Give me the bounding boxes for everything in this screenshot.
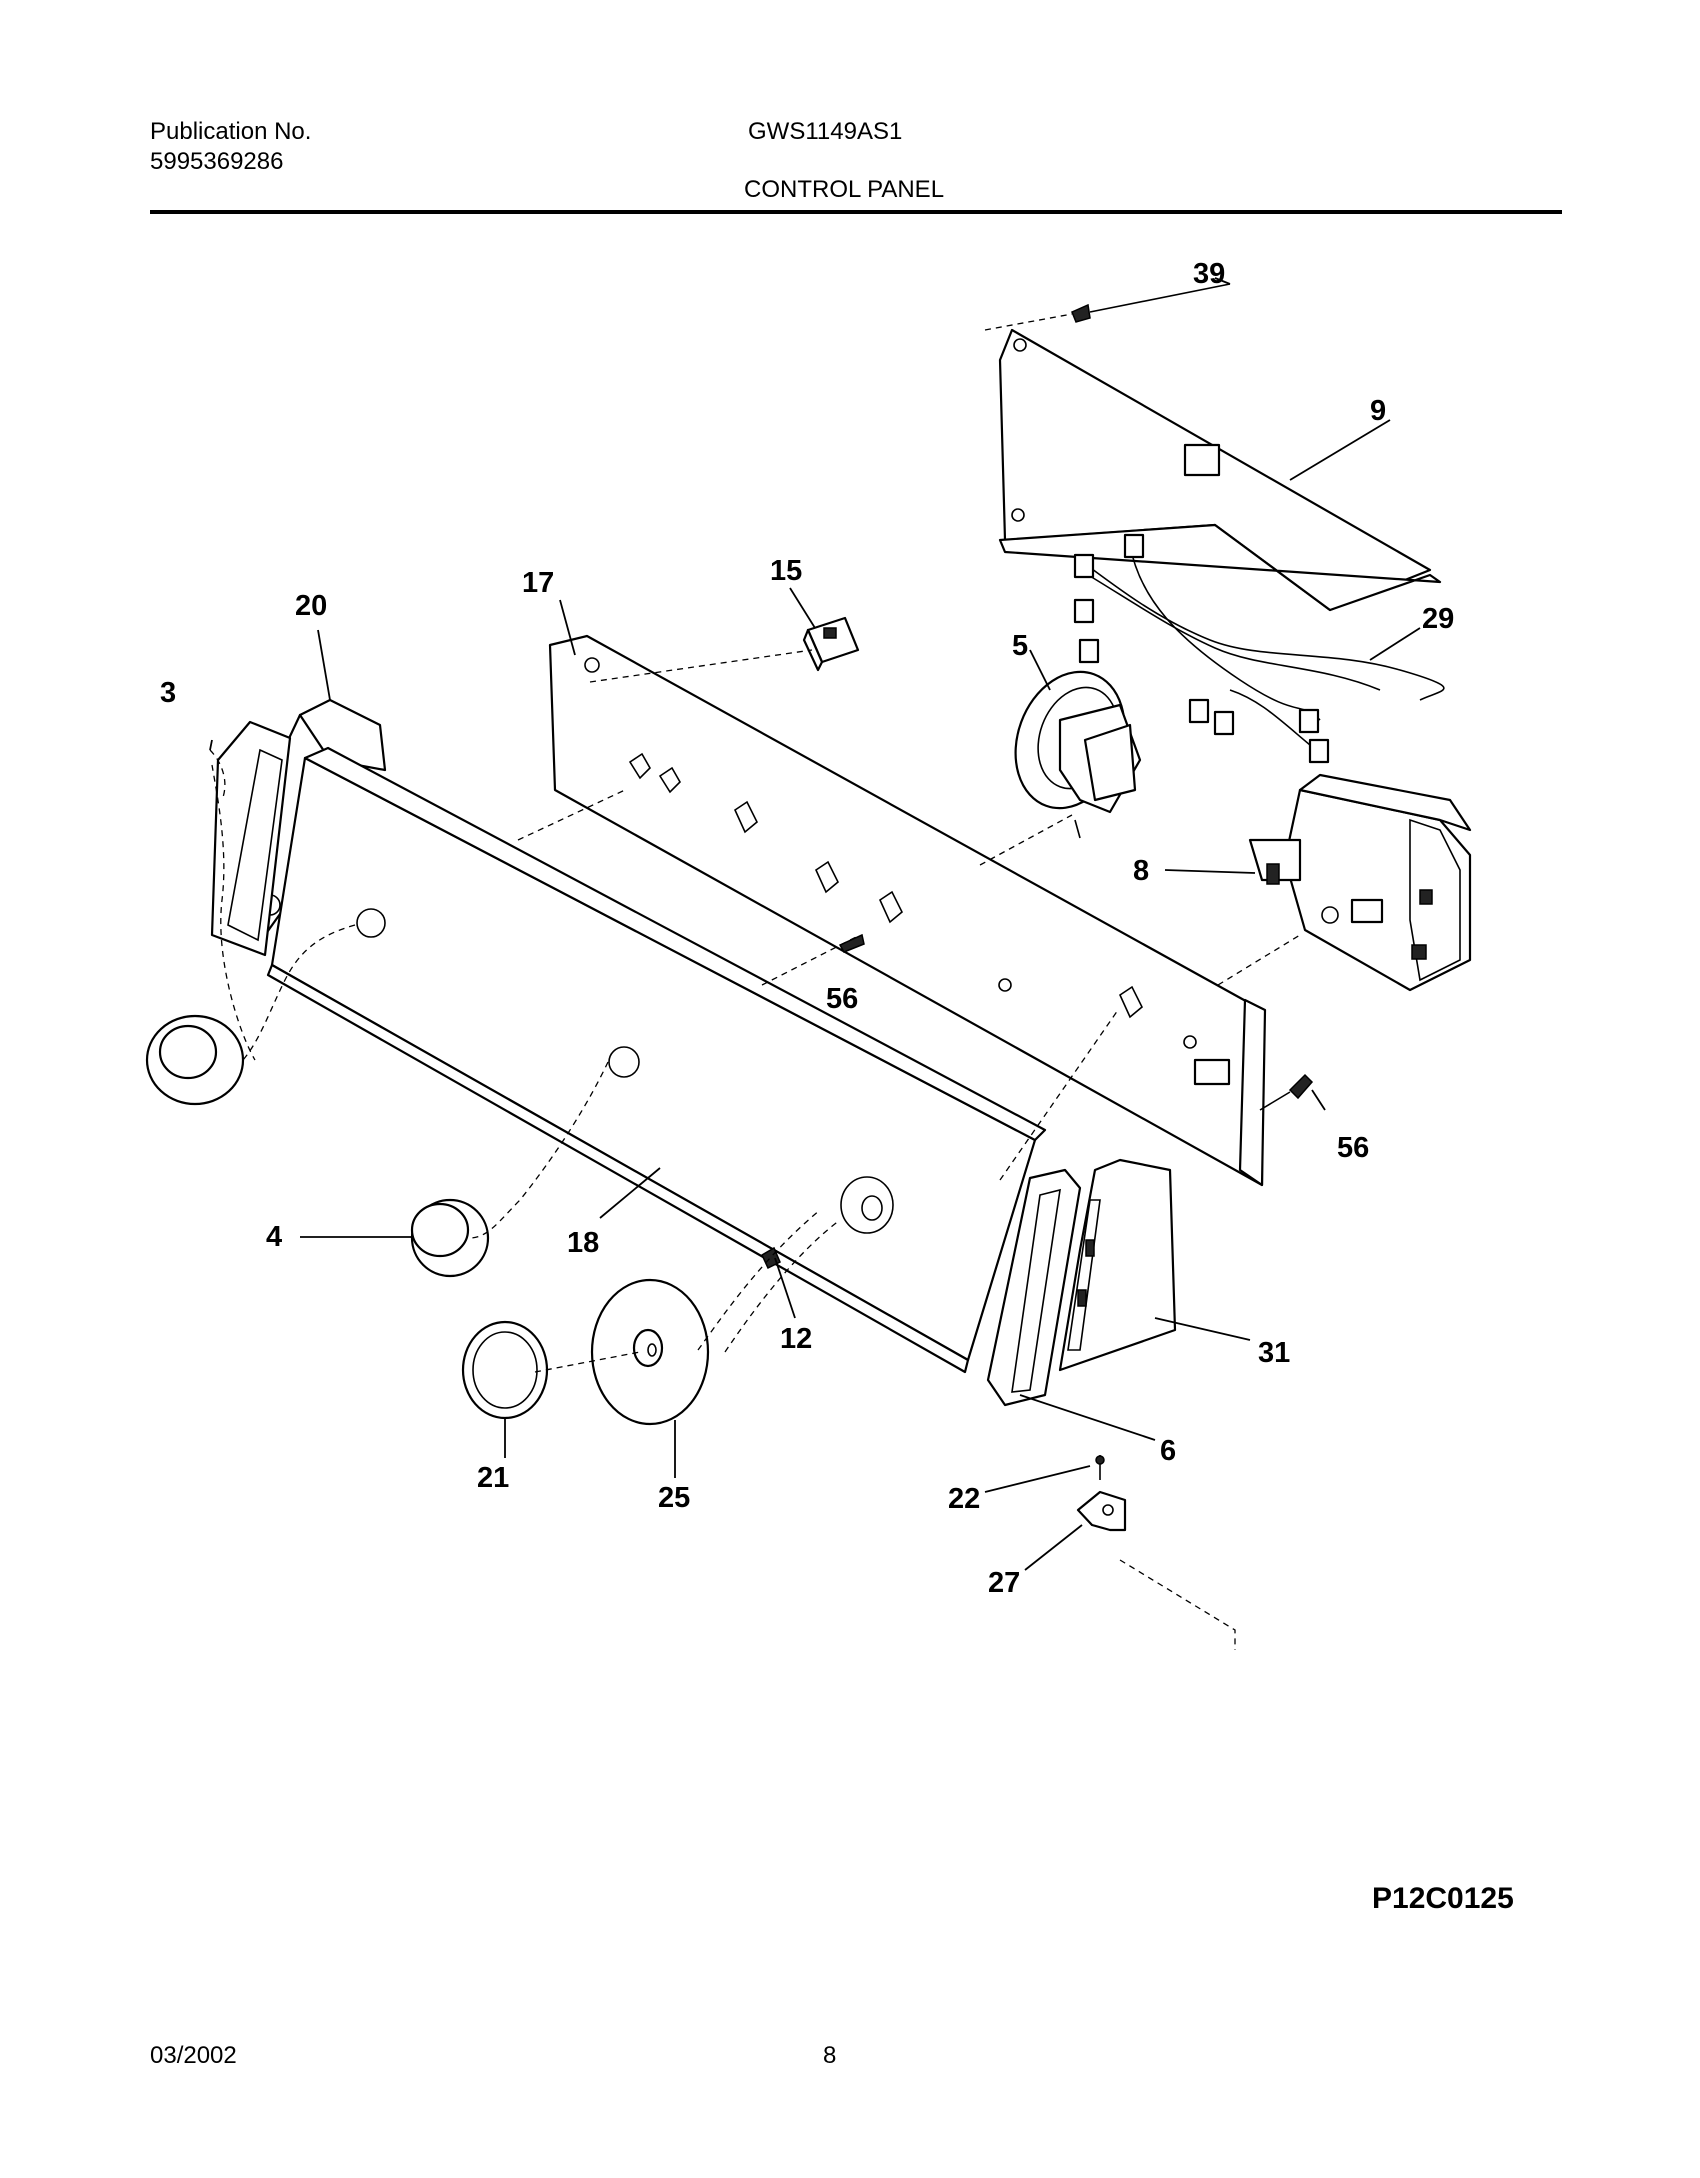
callout-31: 31 [1258,1337,1290,1369]
callout-6: 6 [1160,1435,1176,1467]
figure-code: P12C0125 [1372,1882,1514,1915]
callout-15: 15 [770,555,802,587]
rear-cover-panel [998,328,1442,612]
skirt-cap [461,1320,549,1420]
callout-4: 4 [266,1221,282,1253]
screw-22 [1095,1455,1105,1480]
screw-56-right [1259,1073,1314,1111]
right-end-cap [986,1168,1082,1407]
callout-3: 3 [160,677,176,709]
right-end-cap-bracket [1058,1158,1177,1372]
section-title: CONTROL PANEL [744,176,945,203]
header-rule [150,210,1562,214]
callout-25: 25 [658,1482,690,1514]
callout-8: 8 [1133,855,1149,887]
callout-22: 22 [948,1483,980,1515]
callout-20: 20 [295,590,327,622]
publication-number: 5995369286 [150,148,284,175]
publication-label: Publication No. [150,118,312,145]
callout-29: 29 [1422,603,1454,635]
callout-18: 18 [567,1227,599,1259]
bracket-27 [1076,1490,1127,1532]
callout-39: 39 [1193,258,1225,290]
callout-27: 27 [988,1567,1020,1599]
knob-left [145,1014,245,1106]
footer-date: 03/2002 [150,2042,237,2069]
page-number: 8 [823,2042,837,2069]
screw-39 [1071,283,1231,323]
model-number: GWS1149AS1 [748,118,903,145]
callout-21: 21 [477,1462,509,1494]
switch-15 [802,616,860,672]
pressure-switch [1014,670,1142,839]
callout-5: 5 [1012,630,1028,662]
callout-9: 9 [1370,395,1386,427]
callout-56-center: 56 [826,983,858,1015]
wire-harness [1073,533,1445,764]
timer [1248,773,1472,992]
callout-17: 17 [522,567,554,599]
callout-56-right: 56 [1337,1132,1369,1164]
knob-4 [410,1198,490,1278]
console-back-panel [548,634,1267,1187]
console-front-panel [266,746,1047,1374]
dial-skirt [590,1278,710,1426]
callout-12: 12 [780,1323,812,1355]
left-end-cap [210,720,292,957]
